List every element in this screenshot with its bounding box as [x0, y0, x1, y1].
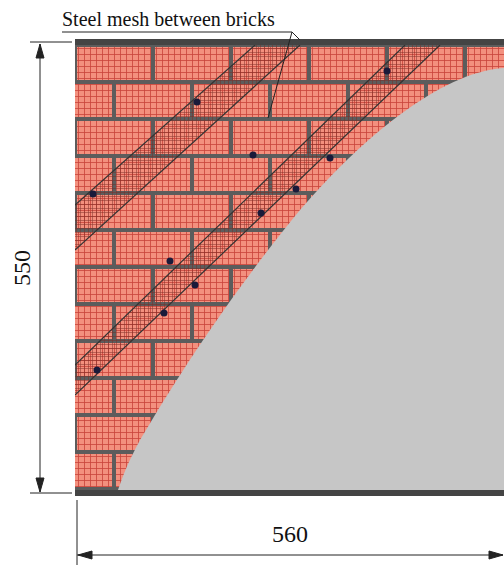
callout-label: Steel mesh between bricks	[62, 9, 275, 29]
brick	[155, 195, 229, 228]
dimension-lines	[30, 42, 503, 565]
mortar	[75, 45, 504, 490]
brick	[155, 47, 229, 80]
brick	[75, 84, 112, 117]
brick	[75, 454, 112, 487]
concrete-infill	[118, 68, 504, 490]
brick	[77, 47, 151, 80]
brick	[272, 84, 346, 117]
brick	[116, 232, 190, 265]
bottom-plate	[75, 490, 504, 496]
dimension-label: 560	[272, 522, 308, 546]
dimension-label: 550	[10, 250, 34, 286]
leader-lines	[62, 32, 300, 118]
brick	[77, 269, 151, 302]
brick	[194, 158, 268, 191]
brick-courses	[75, 47, 504, 490]
brick	[233, 121, 307, 154]
